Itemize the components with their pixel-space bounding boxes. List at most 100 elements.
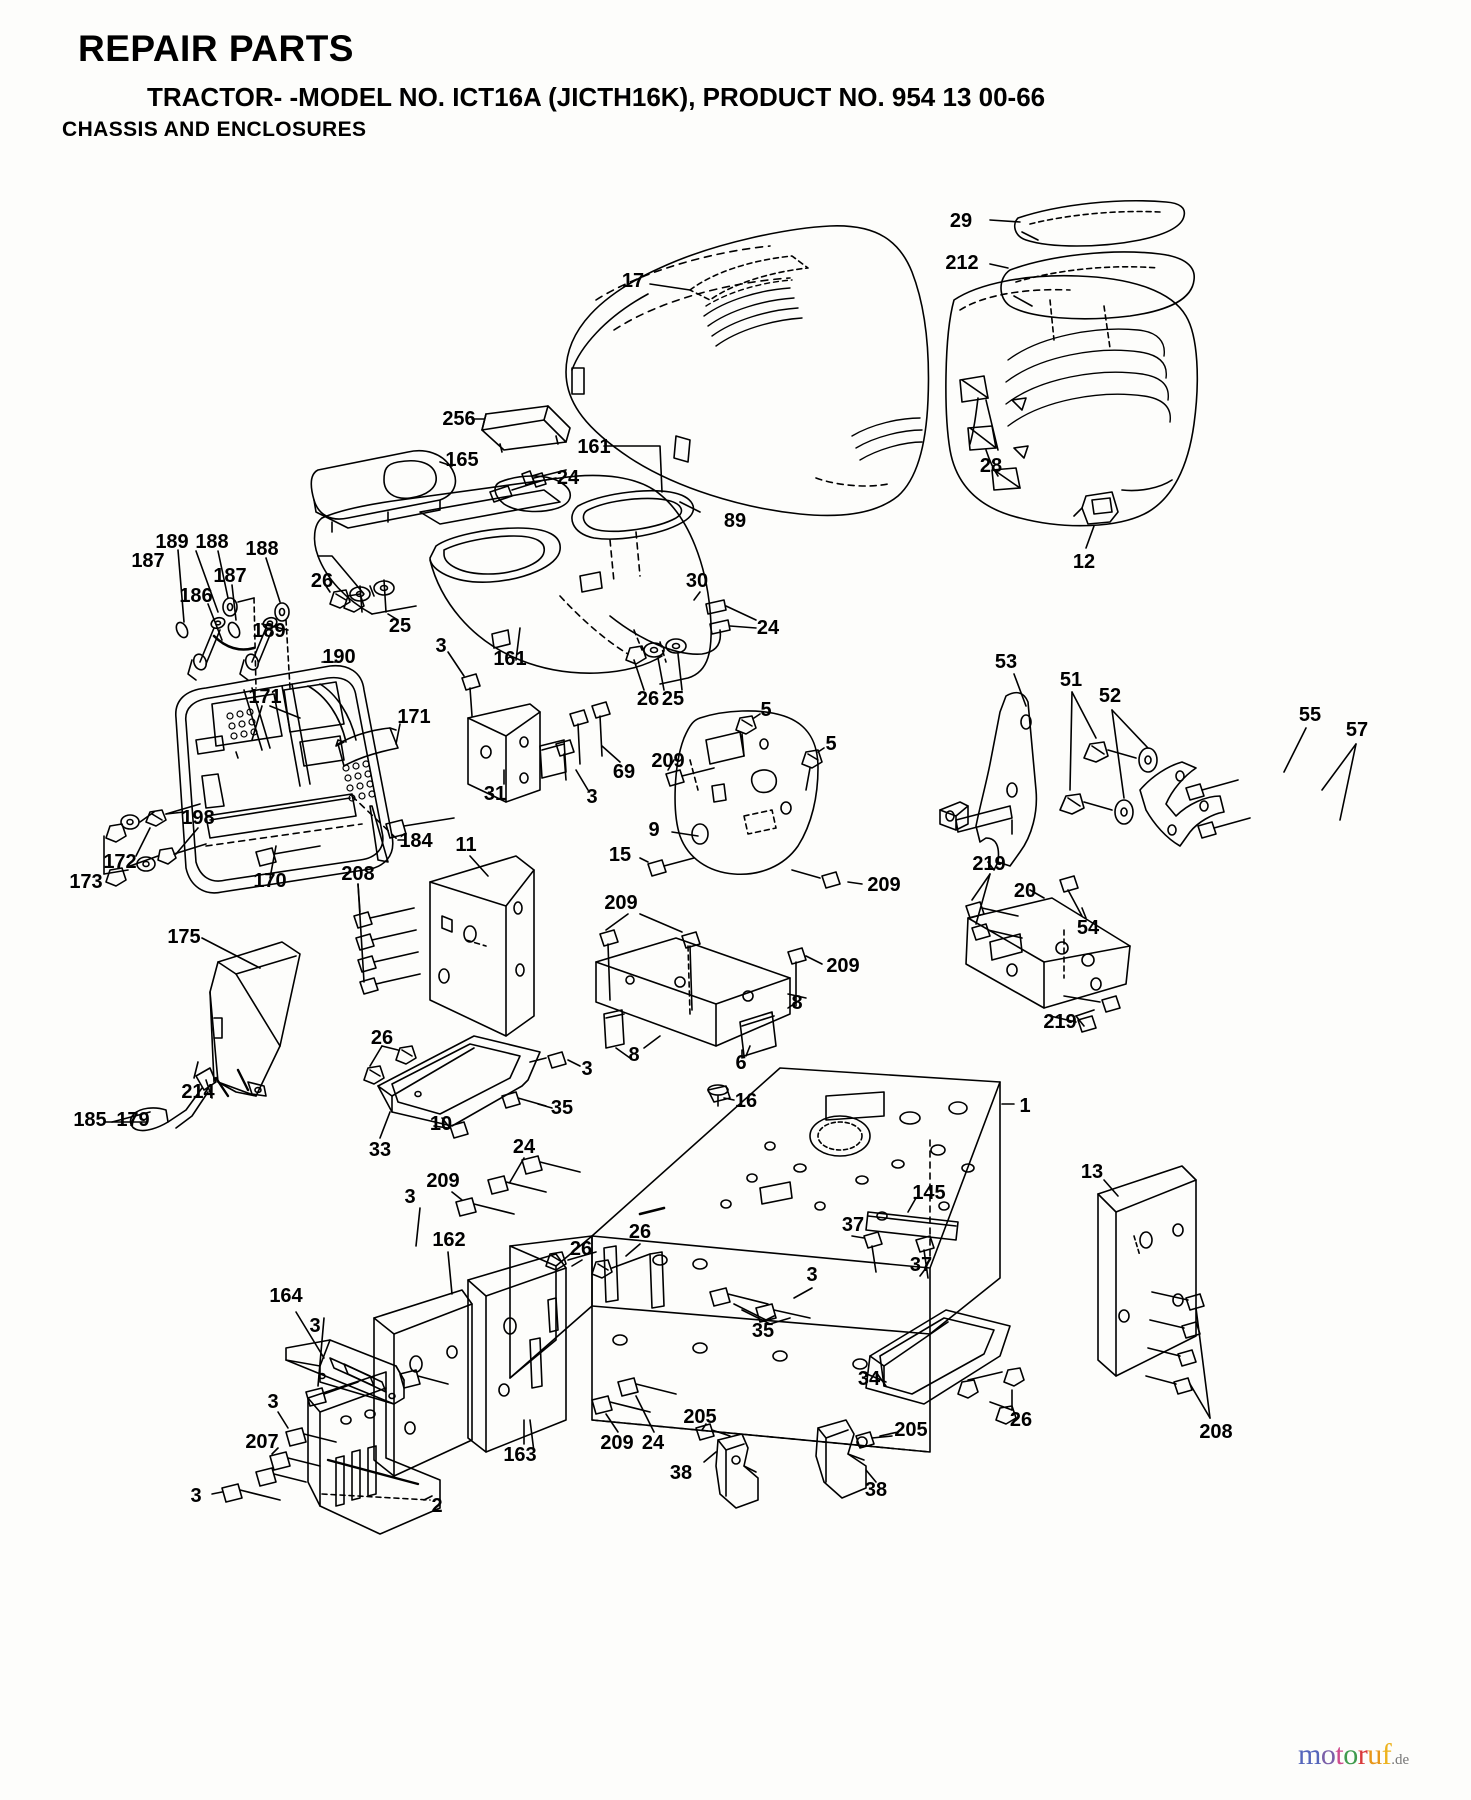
part-footrest-33 [377,1035,541,1127]
part-bolt-209-bottom [591,1377,677,1415]
callout-161: 161 [577,436,611,458]
callout-189: 189 [155,531,189,553]
callout-184: 184 [399,830,433,852]
page-title: REPAIR PARTS [78,28,354,69]
callout-8: 8 [628,1044,640,1066]
callout-214: 214 [181,1081,215,1103]
part-nut-26-right [625,638,687,691]
callout-145: 145 [912,1182,946,1204]
callout-209: 209 [600,1432,634,1454]
callout-26: 26 [636,688,660,710]
part-bracket-20 [965,897,1131,1009]
callout-28: 28 [979,455,1003,477]
part-side-panel-28 [945,274,1199,527]
callout-170: 170 [253,870,287,892]
callout-187: 187 [213,565,247,587]
callout-205: 205 [894,1419,928,1441]
part-hood-17 [565,225,930,517]
callout-37: 37 [909,1254,933,1276]
callout-187: 187 [131,550,165,572]
callout-51: 51 [1059,669,1083,691]
watermark-letter: o [1320,1738,1336,1771]
callout-179: 179 [116,1109,150,1131]
callout-24: 24 [756,617,780,639]
part-bracket-31 [467,703,567,803]
part-hardware-51-57 [1059,741,1251,847]
callout-26: 26 [628,1221,652,1243]
callout-31: 31 [483,783,507,805]
part-bolt-208-upper [353,907,421,995]
part-shield-175 [209,941,301,1098]
part-bolt-3-lower [709,1287,811,1323]
callout-219: 219 [972,853,1006,875]
part-plate-13 [1097,1165,1197,1377]
callout-209: 209 [651,750,685,772]
callout-163: 163 [503,1444,537,1466]
part-bracket-190 [335,727,399,767]
part-bracket-53 [939,691,1038,871]
callout-209: 209 [867,874,901,896]
watermark-letter: u [1367,1738,1382,1771]
part-bolt-209-chassis [455,1155,581,1217]
callout-33: 33 [368,1139,392,1161]
callout-5: 5 [825,733,837,755]
part-plate-11 [429,855,535,1037]
callout-188: 188 [245,538,279,560]
motoruf-watermark: motoruf.de [1298,1740,1409,1770]
part-plate-162 [373,1289,473,1477]
part-bolt-54 [1059,875,1083,917]
callout-16: 16 [734,1090,758,1112]
callout-208: 208 [341,863,375,885]
part-bar-145 [865,1211,959,1241]
callout-26: 26 [310,570,334,592]
callout-30: 30 [685,570,709,592]
part-bolt-24-lower [705,599,757,635]
callout-26: 26 [370,1027,394,1049]
callout-8: 8 [791,992,803,1014]
callout-3: 3 [190,1485,202,1507]
callout-207: 207 [245,1431,279,1453]
part-bolt-3-bracket164 [305,1369,449,1407]
part-bracket-164 [285,1339,405,1405]
part-trim-29 [1013,200,1186,247]
callout-12: 12 [1072,551,1096,573]
watermark-letter: m [1298,1738,1321,1771]
callout-89: 89 [723,510,747,532]
callout-209: 209 [604,892,638,914]
part-bolt-205-right [855,1431,893,1449]
callout-172: 172 [103,851,137,873]
callout-188: 188 [195,531,229,553]
callout-173: 173 [69,871,103,893]
part-bolt-69 [461,673,611,781]
callout-198: 198 [181,807,215,829]
callout-10: 10 [429,1113,453,1135]
part-nut-5 [735,715,823,791]
section-subtitle: CHASSIS AND ENCLOSURES [62,118,367,141]
callout-189: 189 [252,620,286,642]
part-plate-9 [674,710,819,876]
callout-171: 171 [248,686,282,708]
part-bracket-38-right [815,1419,868,1499]
part-plug-16 [707,1084,731,1107]
callout-3: 3 [806,1264,818,1286]
callout-24: 24 [512,1136,536,1158]
callout-161: 161 [493,648,527,670]
part-grille-panel-170 [175,664,394,894]
watermark-letter: f [1381,1738,1392,1771]
part-bolt-24-upper [489,469,567,503]
watermark-letter: r [1357,1738,1368,1771]
part-bolt-209-plate6 [599,929,807,1011]
callout-25: 25 [388,615,412,637]
callout-190: 190 [322,646,356,668]
part-bracket-2 [307,1371,441,1535]
callout-162: 162 [432,1229,466,1251]
callout-13: 13 [1080,1161,1104,1183]
part-cover-165 [310,450,457,533]
part-nut-26-chassis [545,1251,651,1279]
part-bolt-207 [221,1427,337,1503]
callout-209: 209 [426,1170,460,1192]
model-subtitle: TRACTOR- -MODEL NO. ICT16A (JICTH16K), P… [147,82,1046,112]
callout-3: 3 [404,1186,416,1208]
part-bolt-15 [647,857,695,877]
